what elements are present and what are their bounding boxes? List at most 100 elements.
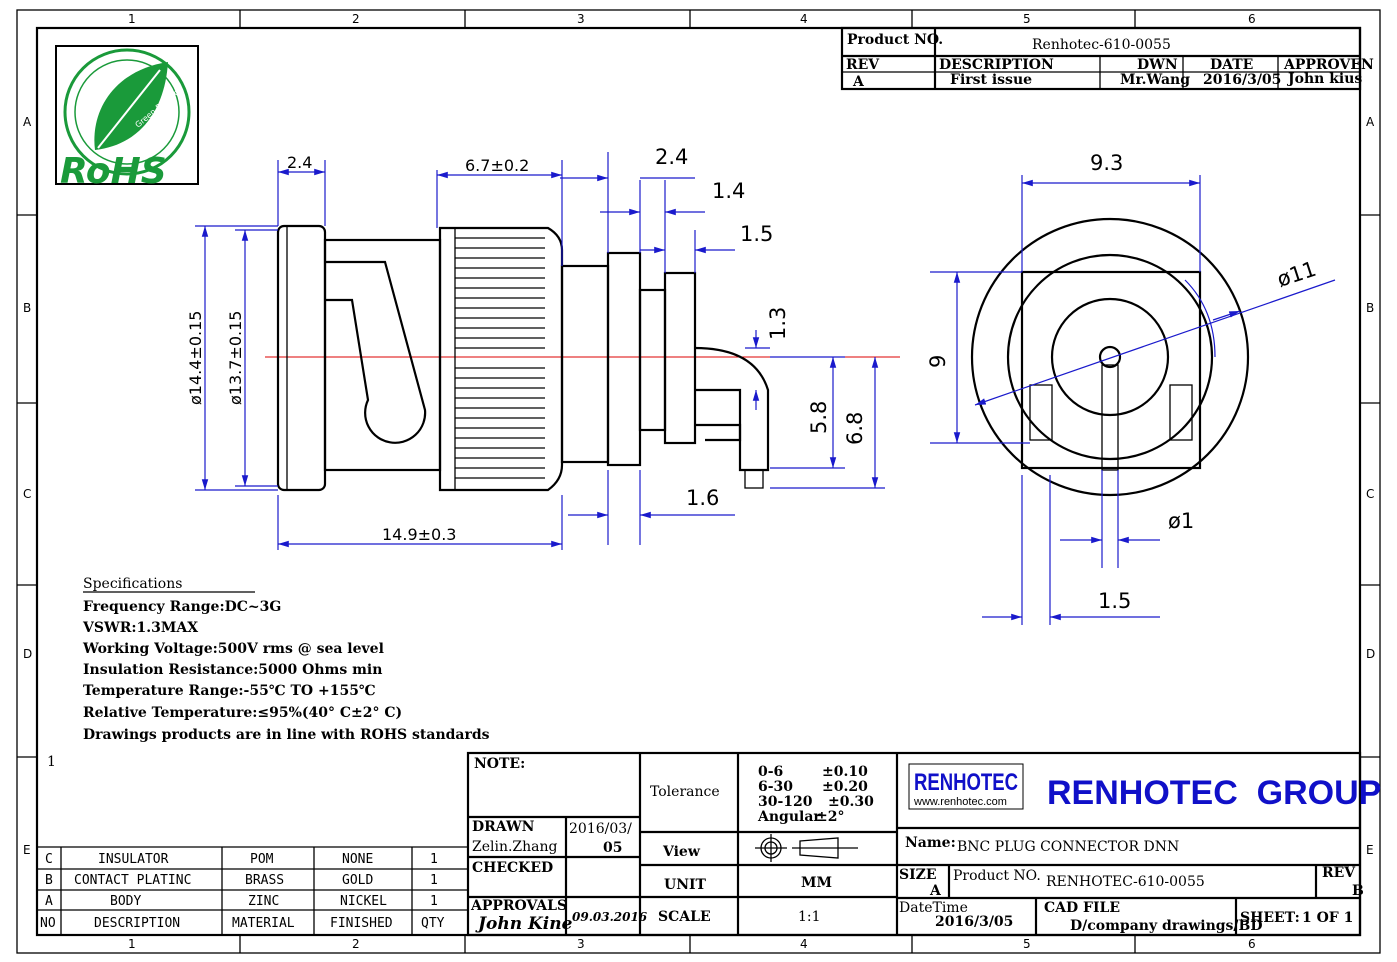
dim-dia-14-4: ø14.4±0.15 — [186, 311, 205, 405]
col-label: 3 — [577, 937, 585, 951]
tolerance-range: 30-120 — [758, 794, 813, 810]
tolerance-value: ±0.30 — [828, 794, 874, 810]
col-label: 6 — [1248, 12, 1256, 26]
dim-6-7: 6.7±0.2 — [465, 156, 529, 175]
date-value: 2016/3/05 — [1203, 72, 1281, 88]
grid-labels: 1 2 3 4 5 6 1 2 3 4 5 6 A B C D E A B C … — [23, 12, 1375, 951]
bom-header: FINISHED — [330, 916, 393, 931]
tolerance-range: Angular — [757, 809, 821, 825]
tolerance-range: 0-6 — [758, 764, 783, 780]
row-label: A — [23, 115, 32, 129]
spec-line: Drawings products are in line with ROHS … — [83, 727, 490, 743]
checked-label: CHECKED — [472, 860, 553, 876]
dim-2-4-top: 2.4 — [287, 153, 312, 172]
datetime-value: 2016/3/05 — [935, 914, 1013, 930]
row-label: B — [1366, 301, 1374, 315]
bom-cell: POM — [250, 852, 274, 867]
dim-dia-11: ø11 — [1274, 257, 1319, 292]
drawn-date-day: 05 — [603, 840, 622, 856]
name-label: Name: — [905, 835, 956, 851]
col-label: 4 — [800, 12, 808, 26]
projection-symbol-icon — [755, 834, 858, 862]
dim-dia-1: ø1 — [1168, 509, 1194, 533]
spec-line: Insulation Resistance:5000 Ohms min — [83, 662, 382, 678]
col-label: 6 — [1248, 937, 1256, 951]
specifications: Specifications Frequency Range:DC~3G VSW… — [82, 576, 490, 743]
dim-1-4: 1.4 — [712, 179, 745, 203]
row-label: B — [23, 301, 31, 315]
tolerance-value: ±0.20 — [822, 779, 868, 795]
approvals-date: 09.03.2016 — [572, 910, 648, 924]
approven-value: John kius — [1286, 71, 1362, 87]
dim-1-3: 1.3 — [766, 307, 790, 340]
bom-cell: A — [45, 894, 53, 909]
tolerance-range: 6-30 — [758, 779, 793, 795]
bill-of-materials: 1 C INSULATOR POM NONE 1 B CONTACT PLATI… — [37, 754, 468, 935]
spec-line: VSWR:1.3MAX — [82, 620, 198, 636]
dwn-value: Mr.Wang — [1120, 72, 1190, 88]
product-no-label: Product NO. — [847, 32, 943, 48]
product-no-value: RENHOTEC-610-0055 — [1046, 874, 1205, 890]
bom-cell: ZINC — [248, 894, 279, 909]
col-label: 2 — [352, 937, 360, 951]
tolerance-value: ±2° — [816, 809, 844, 825]
row-label: E — [1366, 843, 1374, 857]
scale-label: SCALE — [658, 909, 711, 925]
bom-header: NO — [40, 916, 56, 931]
product-no-value: Renhotec-610-0055 — [1032, 37, 1171, 53]
bom-cell: BRASS — [245, 873, 284, 888]
description-value: First issue — [950, 72, 1032, 88]
spec-line: Working Voltage:500V rms @ sea level — [82, 641, 384, 657]
bom-cell: 1 — [430, 894, 438, 909]
bom-header: QTY — [421, 916, 445, 931]
date-header: DATE — [1210, 57, 1253, 73]
rohs-logo-text: RoHS — [60, 151, 167, 192]
bom-header: MATERIAL — [232, 916, 295, 931]
title-block: NOTE: DRAWN Zelin.Zhang 2016/03/ 05 CHEC… — [466, 751, 1381, 937]
bom-cell: C — [45, 852, 53, 867]
size-label: SIZE — [899, 867, 937, 883]
row-label: D — [23, 647, 32, 661]
bom-cell: B — [45, 873, 53, 888]
approvals-signature: John Kine — [475, 914, 573, 934]
sheet-label: SHEET: — [1240, 910, 1300, 926]
side-view — [265, 224, 900, 492]
description-header: DESCRIPTION — [939, 57, 1054, 73]
bom-cell: BODY — [110, 894, 141, 909]
bom-cell: 1 — [430, 852, 438, 867]
front-view — [970, 217, 1250, 497]
specifications-title: Specifications — [83, 576, 182, 592]
company-name: RENHOTEC GROUP — [1047, 774, 1381, 812]
dim-5-8: 5.8 — [807, 401, 831, 434]
approvals-label: APPROVALS — [470, 898, 567, 914]
sheet-value: 1 OF 1 — [1302, 910, 1353, 926]
size-value: A — [929, 883, 942, 899]
spec-line: Relative Temperature:≤95%(40° C±2° C) — [83, 705, 402, 721]
row-label: C — [1366, 487, 1374, 501]
dim-9: 9 — [926, 355, 950, 368]
datetime-label: DateTime — [899, 900, 968, 916]
rohs-logo: RoHS Green Product — [55, 45, 199, 192]
row-label: C — [23, 487, 31, 501]
drawn-date: 2016/03/ — [569, 821, 632, 837]
brand-url: www.renhotec.com — [913, 796, 1007, 808]
rev-value: B — [1352, 883, 1364, 899]
rev-header: REV — [846, 57, 880, 73]
col-label: 1 — [128, 12, 136, 26]
col-label: 4 — [800, 937, 808, 951]
spec-line: Temperature Range:-55℃ TO +155℃ — [83, 683, 376, 699]
brand-logo-text: RENHOTEC — [914, 769, 1018, 796]
revision-block: Product NO. Renhotec-610-0055 REV DESCRI… — [840, 26, 1374, 91]
bom-header: DESCRIPTION — [94, 916, 180, 931]
bom-cell: NICKEL — [340, 894, 387, 909]
dim-1-5-front: 1.5 — [1098, 589, 1131, 613]
dim-2-4: 2.4 — [655, 145, 688, 169]
name-value: BNC PLUG CONNECTOR DNN — [957, 839, 1179, 855]
col-label: 3 — [577, 12, 585, 26]
bom-cell: GOLD — [342, 873, 373, 888]
front-view-dimensions: 9.3 9 ø11 ø1 1.5 — [926, 151, 1336, 625]
col-label: 2 — [352, 12, 360, 26]
tolerance-label: Tolerance — [650, 784, 720, 800]
row-label: A — [1366, 115, 1375, 129]
